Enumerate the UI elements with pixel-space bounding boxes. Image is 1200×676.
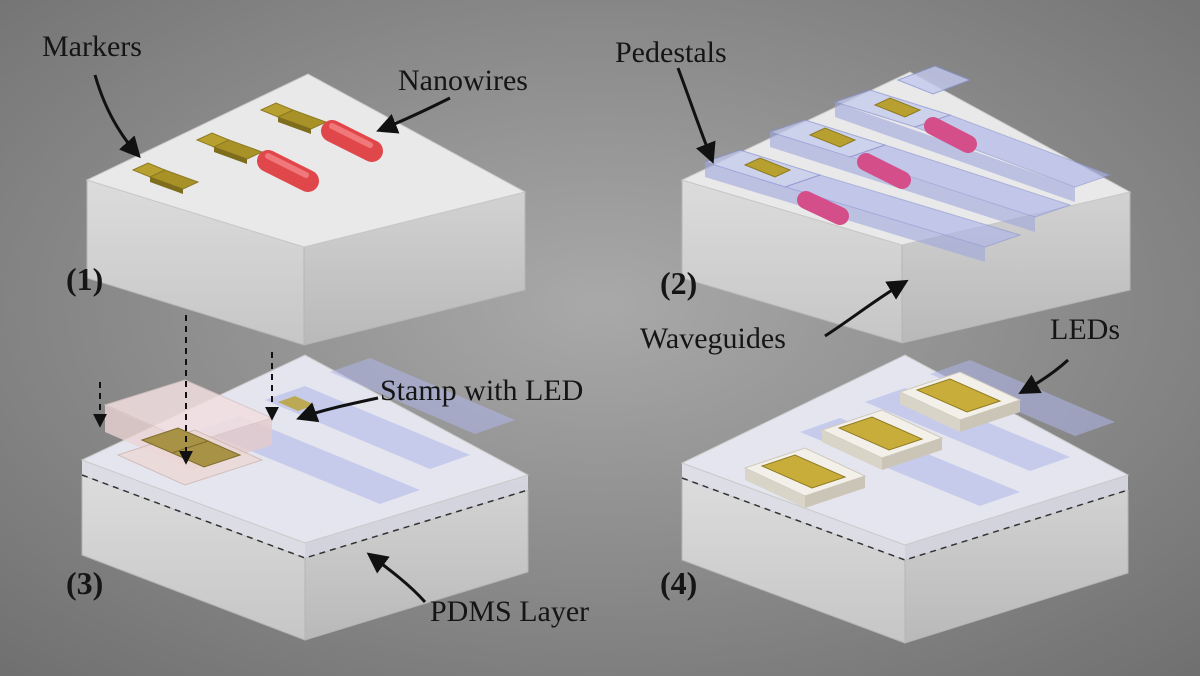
nanowire-shape xyxy=(857,153,911,189)
panel-1-slab xyxy=(85,73,527,346)
marker-shape xyxy=(131,162,200,194)
nanowire-shape xyxy=(321,120,383,162)
marker-shape xyxy=(743,157,792,178)
marker-shape xyxy=(873,97,922,118)
marker-shape xyxy=(259,102,328,134)
pdms-boundary-dashed xyxy=(681,477,1129,561)
nanowire-shape xyxy=(924,117,977,153)
pdms-boundary-dashed xyxy=(81,474,529,559)
leds-arrow xyxy=(1018,358,1070,395)
panel-number-4: (4) xyxy=(660,565,698,601)
marker-shape xyxy=(808,127,857,148)
label-leds: LEDs xyxy=(1050,313,1120,346)
pedestal-shape xyxy=(896,65,972,95)
pdms-arrow xyxy=(366,552,427,603)
nanowire-shape xyxy=(797,191,849,225)
label-pdms: PDMS Layer xyxy=(430,595,590,628)
label-nanowires: Nanowires xyxy=(398,64,528,97)
waveguide-shape xyxy=(330,358,515,434)
pedestals-arrow xyxy=(676,67,716,164)
panel-number-1: (1) xyxy=(66,261,104,297)
led-shape xyxy=(140,427,242,468)
panel-number-3: (3) xyxy=(66,565,104,601)
nanowires-arrow xyxy=(376,96,451,134)
led-shape xyxy=(898,371,1022,432)
led-shape xyxy=(820,409,944,470)
markers-arrow xyxy=(93,74,141,159)
waveguide-shape xyxy=(930,360,1115,436)
stamp-arrow xyxy=(296,396,379,423)
waveguides-arrow xyxy=(824,279,909,338)
panel-number-2: (2) xyxy=(660,265,698,301)
label-pedestals: Pedestals xyxy=(615,36,727,69)
label-stamp: Stamp with LED xyxy=(380,374,584,407)
nanowire-shape xyxy=(257,150,319,192)
label-waveguides: Waveguides xyxy=(640,322,786,355)
label-markers: Markers xyxy=(42,30,142,63)
led-shape xyxy=(743,447,867,508)
